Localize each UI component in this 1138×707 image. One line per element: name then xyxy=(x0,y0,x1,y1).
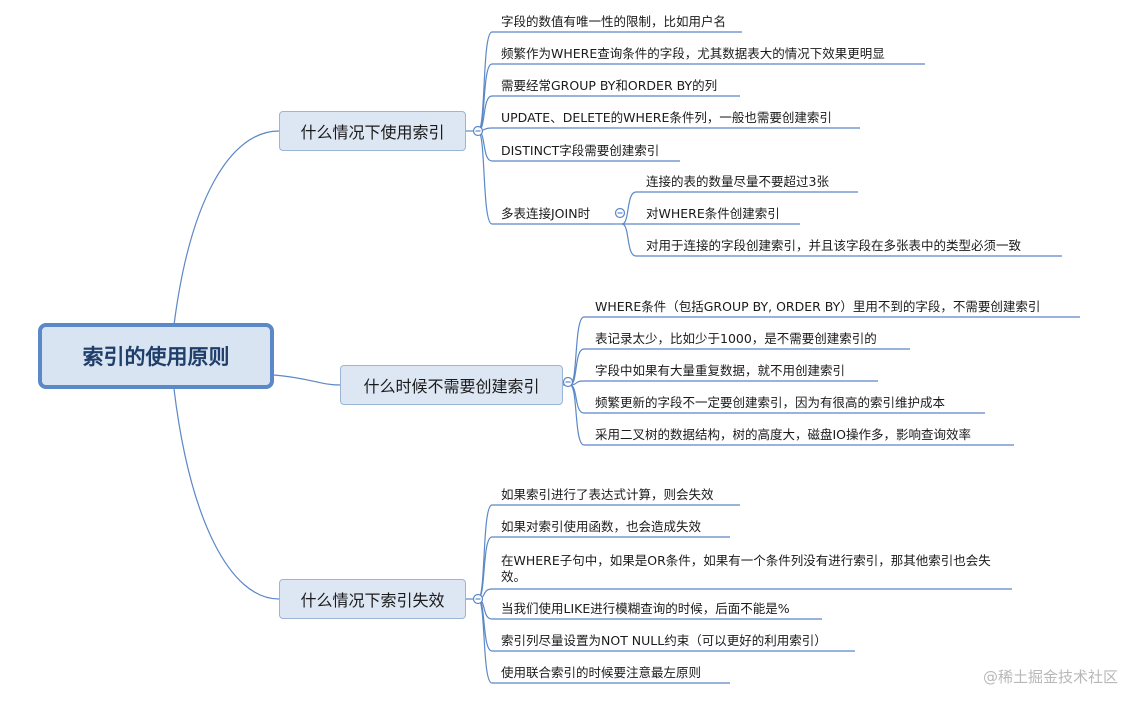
leaf-2-2[interactable]: 表记录太少，比如少于1000，是不需要创建索引的 xyxy=(595,331,877,346)
leaf-1-2[interactable]: 频繁作为WHERE查询条件的字段，尤其数据表大的情况下效果更明显 xyxy=(501,46,885,61)
leaf-2-3[interactable]: 字段中如果有大量重复数据，就不用创建索引 xyxy=(595,363,846,378)
leaf-1-4[interactable]: UPDATE、DELETE的WHERE条件列，一般也需要创建索引 xyxy=(501,110,832,125)
link-b1-4 xyxy=(477,127,860,132)
join-item-1[interactable]: 连接的表的数量尽量不要超过3张 xyxy=(646,174,829,189)
link-join-1 xyxy=(621,191,858,225)
link-join-3 xyxy=(621,223,1062,257)
leaf-3-6[interactable]: 使用联合索引的时候要注意最左原则 xyxy=(501,665,702,680)
join-item-2[interactable]: 对WHERE条件创建索引 xyxy=(646,206,780,221)
link-root-branch3 xyxy=(173,388,280,600)
link-root-branch2 xyxy=(273,374,341,386)
leaf-1-5[interactable]: DISTINCT字段需要创建索引 xyxy=(501,143,660,158)
link-b3-3 xyxy=(477,588,1012,600)
link-b2-5 xyxy=(569,384,1014,446)
join-item-3[interactable]: 对用于连接的字段创建索引，并且该字段在多张表中的类型必须一致 xyxy=(646,238,1022,253)
branch-index-invalid[interactable]: 什么情况下索引失效 xyxy=(279,579,466,619)
leaf-3-4[interactable]: 当我们使用LIKE进行模糊查询的时候，后面不能是% xyxy=(501,601,790,616)
branch-when-use-index[interactable]: 什么情况下使用索引 xyxy=(279,111,466,151)
leaf-2-5[interactable]: 采用二叉树的数据结构，树的高度大，磁盘IO操作多，影响查询效率 xyxy=(595,427,972,442)
leaf-3-3[interactable]: 在WHERE子句中，如果是OR条件，如果有一个条件列没有进行索引，那其他索引也会… xyxy=(501,553,991,584)
leaf-2-1[interactable]: WHERE条件（包括GROUP BY, ORDER BY）里用不到的字段，不需要… xyxy=(595,299,1041,314)
root-node[interactable]: 索引的使用原则 xyxy=(38,323,274,389)
link-root-branch1 xyxy=(173,130,280,326)
leaf-1-3[interactable]: 需要经常GROUP BY和ORDER BY的列 xyxy=(501,78,718,93)
leaf-1-1[interactable]: 字段的数值有唯一性的限制，比如用户名 xyxy=(501,14,727,29)
leaf-1-6-join[interactable]: 多表连接JOIN时 xyxy=(501,206,591,221)
leaf-3-5[interactable]: 索引列尽量设置为NOT NULL约束（可以更好的利用索引） xyxy=(501,633,827,648)
branch-when-no-index[interactable]: 什么时候不需要创建索引 xyxy=(340,365,563,405)
watermark: @稀土掘金技术社区 xyxy=(982,668,1118,686)
leaf-3-2[interactable]: 如果对索引使用函数，也会造成失效 xyxy=(501,519,702,534)
leaf-2-4[interactable]: 频繁更新的字段不一定要创建索引，因为有很高的索引维护成本 xyxy=(595,395,946,410)
leaf-3-1[interactable]: 如果索引进行了表达式计算，则会失效 xyxy=(501,487,714,502)
link-b2-3 xyxy=(569,380,878,386)
